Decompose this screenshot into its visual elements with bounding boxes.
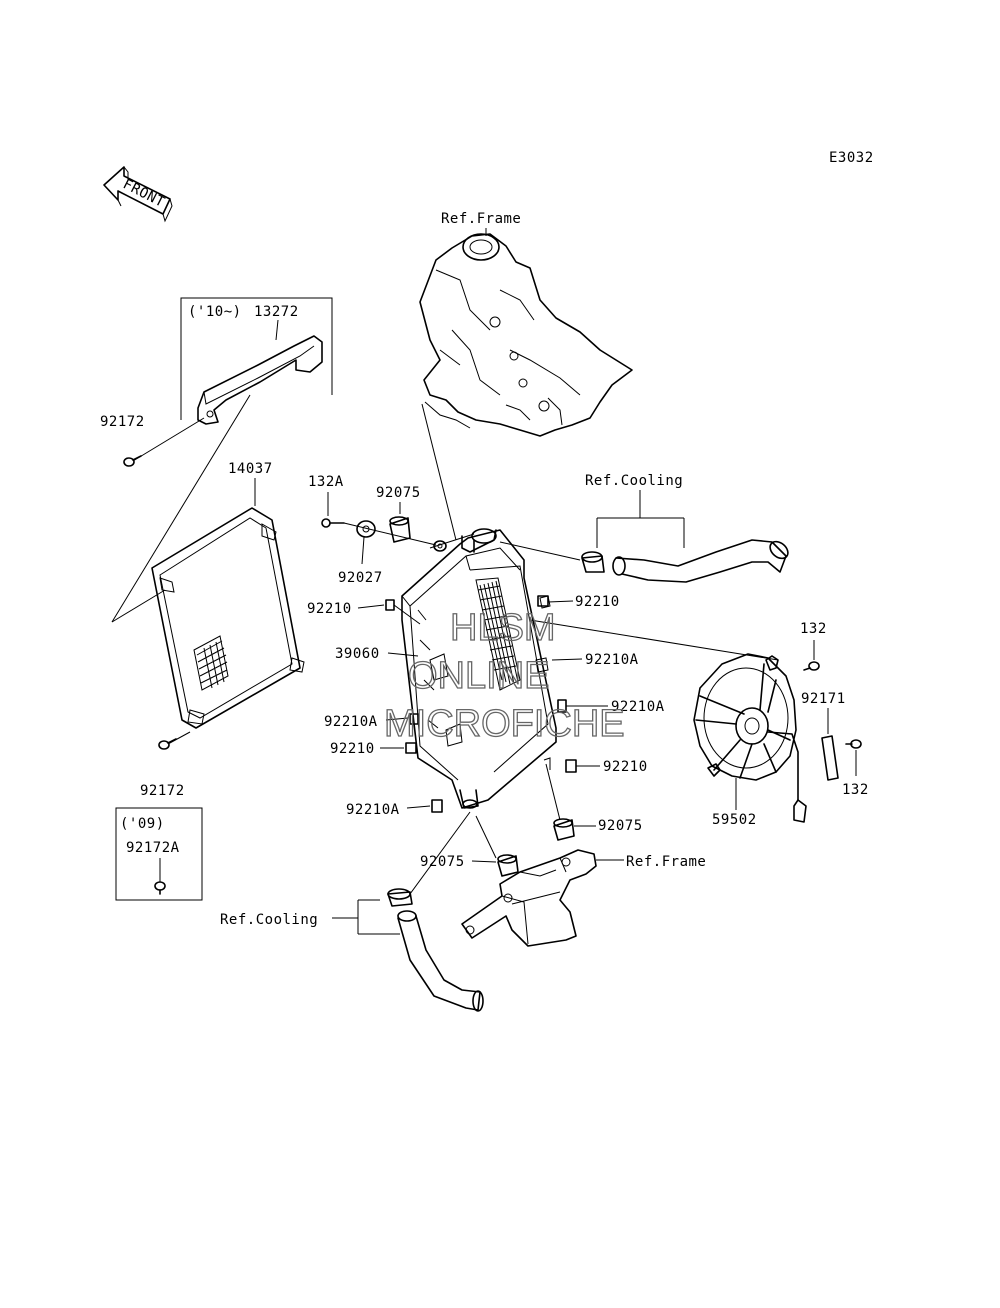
clip-92210A-left-icon — [409, 713, 419, 725]
year-10-box — [180, 297, 333, 420]
part-92210-right2-label: 92210 — [603, 759, 648, 775]
bolt-92172-top-icon — [123, 455, 142, 467]
part-92075-bottom-label: 92075 — [420, 854, 465, 870]
part-92172A-label: 92172A — [126, 840, 180, 856]
front-arrow-icon: FRONT — [103, 166, 173, 223]
bolt-132A-icon — [321, 518, 345, 528]
part-92210A-right2-label: 92210A — [611, 699, 665, 715]
bolt-132-top-icon — [803, 661, 820, 671]
part-92210A-bottom-label: 92210A — [346, 802, 400, 818]
part-92210A-right1-label: 92210A — [585, 652, 639, 668]
clip-92210-right1-icon — [537, 595, 549, 607]
collar-92027-icon — [356, 520, 376, 538]
watermark-line-1: HLSM — [450, 607, 556, 649]
grommet-92075-right-icon — [553, 818, 575, 841]
grommet-92075-top-icon — [389, 516, 411, 543]
part-92210-left1-label: 92210 — [307, 601, 352, 617]
ref-cooling-bottom-label: Ref.Cooling — [220, 912, 318, 928]
bolt-92172-bottom-icon — [158, 738, 177, 750]
year-09-box — [115, 807, 203, 901]
clip-92210-right2-icon — [565, 759, 577, 773]
fan-59502-drawing — [693, 653, 807, 823]
bolt-132-bottom-icon — [845, 739, 862, 749]
diagram-code: E3032 — [829, 150, 874, 166]
year-09-label: ('09) — [120, 816, 165, 832]
part-92210-left2-label: 92210 — [330, 741, 375, 757]
year-10-label: ('10~) — [188, 304, 242, 320]
grommet-92075-bottom-icon — [497, 854, 519, 877]
part-92210-right1-label: 92210 — [575, 594, 620, 610]
clip-92210A-bottom-icon — [431, 799, 443, 813]
part-92172-bottom-label: 92172 — [140, 783, 185, 799]
ref-frame-top-label: Ref.Frame — [441, 211, 521, 227]
part-92075-right-label: 92075 — [598, 818, 643, 834]
frame-top-drawing — [419, 233, 633, 437]
clip-92210-left1-icon — [385, 599, 395, 611]
ref-cooling-top-label: Ref.Cooling — [585, 473, 683, 489]
watermark-line-3: MICROFICHE — [384, 703, 625, 745]
radiator-39060-drawing — [401, 528, 557, 809]
front-label: FRONT — [120, 176, 167, 211]
part-39060-label: 39060 — [335, 646, 380, 662]
part-14037-label: 14037 — [228, 461, 273, 477]
part-92210A-left-label: 92210A — [324, 714, 378, 730]
watermark-line-2: ONLINE — [408, 655, 549, 697]
part-132-top-label: 132 — [800, 621, 827, 637]
guard-14037-drawing — [151, 507, 305, 729]
hose-top-drawing — [581, 539, 789, 583]
clip-92210A-right2-icon — [557, 699, 567, 713]
part-13272-label: 13272 — [254, 304, 299, 320]
hose-bottom-drawing — [387, 888, 484, 1012]
ref-frame-bottom-label: Ref.Frame — [626, 854, 706, 870]
frame-bracket-bottom-drawing — [461, 849, 597, 947]
part-92027-label: 92027 — [338, 570, 383, 586]
part-132-bottom-label: 132 — [842, 782, 869, 798]
watermark: HLSM ONLINE MICROFICHE — [383, 606, 625, 745]
clip-92210-left2-icon — [405, 742, 417, 754]
clip-92171-icon — [821, 735, 839, 781]
part-92075-top-label: 92075 — [376, 485, 421, 501]
bracket-13272-drawing — [197, 335, 323, 425]
part-59502-label: 59502 — [712, 812, 757, 828]
part-132A-label: 132A — [308, 474, 344, 490]
part-92172-top-label: 92172 — [100, 414, 145, 430]
part-92171-label: 92171 — [801, 691, 846, 707]
bolt-92172A-icon — [154, 881, 166, 895]
